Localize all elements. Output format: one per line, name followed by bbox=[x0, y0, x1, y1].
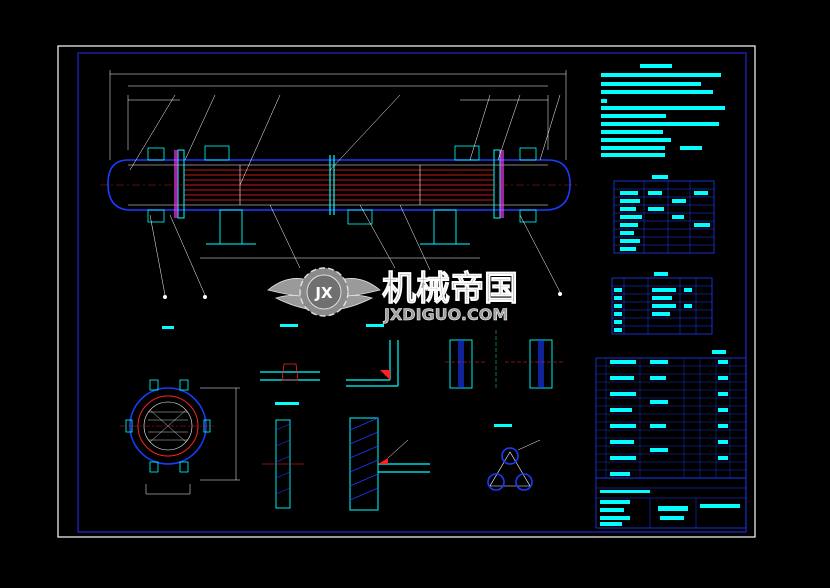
parts-list-table bbox=[595, 350, 747, 479]
watermark-domain-text: JXDIGUO.COM bbox=[383, 305, 508, 324]
inner-frame bbox=[77, 52, 747, 533]
end-view bbox=[120, 326, 240, 495]
outer-frame bbox=[57, 45, 756, 538]
detail-views bbox=[260, 324, 565, 511]
watermark-chinese-text: 机械帝国 bbox=[382, 269, 518, 309]
technical-notes-block bbox=[601, 64, 725, 157]
logo-letters: JX bbox=[314, 284, 333, 302]
winged-gear-logo-icon bbox=[267, 267, 381, 317]
nozzle-table bbox=[611, 272, 713, 335]
design-data-table bbox=[613, 175, 715, 254]
title-block bbox=[595, 477, 747, 529]
main-elevation-view bbox=[100, 70, 580, 299]
